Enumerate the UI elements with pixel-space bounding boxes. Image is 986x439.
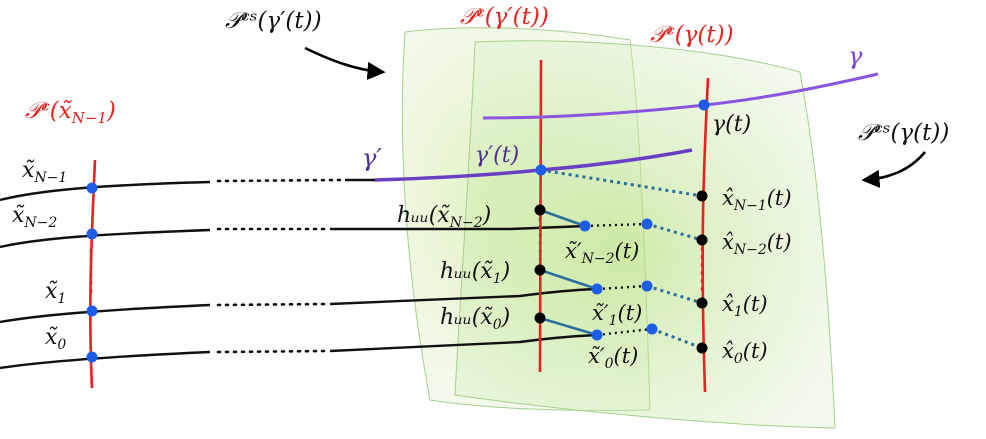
center-leaf-gamma xyxy=(701,77,710,393)
label-x-n2: x̃N−2 xyxy=(12,203,57,231)
dot-xh-0 xyxy=(696,342,708,354)
label-x-n1: x̃N−1 xyxy=(22,158,67,186)
leaf-xn2-right xyxy=(330,224,586,231)
center-leaf-gamma-prime xyxy=(538,59,543,373)
leaf-xn1-left xyxy=(0,180,211,202)
dot-xp-n2-b xyxy=(641,218,653,230)
blue-dots xyxy=(86,99,710,363)
dot-h-n2 xyxy=(534,204,546,216)
label-xp-0: x̃′0(t) xyxy=(588,344,638,372)
dot-h-0 xyxy=(534,312,546,324)
plaque-pcs-gamma xyxy=(454,40,836,429)
left-leaves xyxy=(0,178,598,370)
dot-gamma-prime-t xyxy=(535,164,547,176)
leaf-x1-right xyxy=(329,287,598,306)
dot-xp-1 xyxy=(591,283,603,295)
arrow-to-pcs-gamma-prime xyxy=(304,46,386,80)
label-pc-gamma: 𝒫ᶜ(γ(t)) xyxy=(650,22,734,48)
dot-x0 xyxy=(86,351,98,363)
label-gamma-t: γ(t) xyxy=(712,112,751,137)
label-xp-1: x̃′1(t) xyxy=(592,301,642,329)
blue-dotted-links xyxy=(540,168,703,350)
label-x-1: x̃1 xyxy=(45,279,66,307)
teal-links xyxy=(539,208,598,337)
label-gamma-prime: γ′ xyxy=(362,144,382,172)
label-x-0: x̃0 xyxy=(45,325,66,353)
label-xh-n2: x̂N−2(t) xyxy=(722,230,792,258)
black-dots xyxy=(534,190,708,354)
arrow-to-pcs-gamma xyxy=(861,151,926,188)
leaf-x0-right xyxy=(329,333,598,353)
dot-x1 xyxy=(86,305,98,317)
label-gamma-prime-t: γ′(t) xyxy=(475,143,519,168)
label-gamma: γ xyxy=(848,42,863,70)
label-xh-n1: x̂N−1(t) xyxy=(722,186,792,214)
leaf-x0-left xyxy=(0,350,211,370)
dotted-gaps xyxy=(216,178,342,354)
dot-xp-n2 xyxy=(579,220,591,232)
label-pc-gamma-prime: 𝒫ᶜ(γ′(t)) xyxy=(460,4,549,30)
dot-xh-1 xyxy=(696,297,708,309)
black-dotted-links xyxy=(584,222,653,337)
label-pcs-gamma-prime: 𝒫ᶜˢ(γ′(t)) xyxy=(225,8,322,34)
label-h-n2: hᵤᵤ(x̃N−2) xyxy=(397,203,491,231)
label-h-1: hᵤᵤ(x̃1) xyxy=(440,259,510,287)
dot-xn2 xyxy=(86,228,98,240)
label-pc-xn1: 𝒫ᶜ(x̃N−1) xyxy=(25,98,116,127)
label-xh-0: x̂0(t) xyxy=(722,339,768,367)
dot-xp-1-b xyxy=(641,280,653,292)
dot-h-1 xyxy=(534,264,546,276)
dot-xn1 xyxy=(86,182,98,194)
label-pcs-gamma: 𝒫ᶜˢ(γ(t)) xyxy=(858,120,949,146)
leaf-xn2-left xyxy=(0,228,211,249)
label-xp-n2: x̃′N−2(t) xyxy=(565,239,639,267)
label-xh-1: x̂1(t) xyxy=(722,292,768,320)
dot-xp-0-b xyxy=(646,323,658,335)
dot-xp-0 xyxy=(591,329,603,341)
dot-xh-n1 xyxy=(696,190,708,202)
label-h-0: hᵤᵤ(x̃0) xyxy=(440,305,510,333)
dot-gamma-t xyxy=(698,99,710,111)
dot-xh-n2 xyxy=(696,234,708,246)
leaf-x1-left xyxy=(0,303,211,324)
